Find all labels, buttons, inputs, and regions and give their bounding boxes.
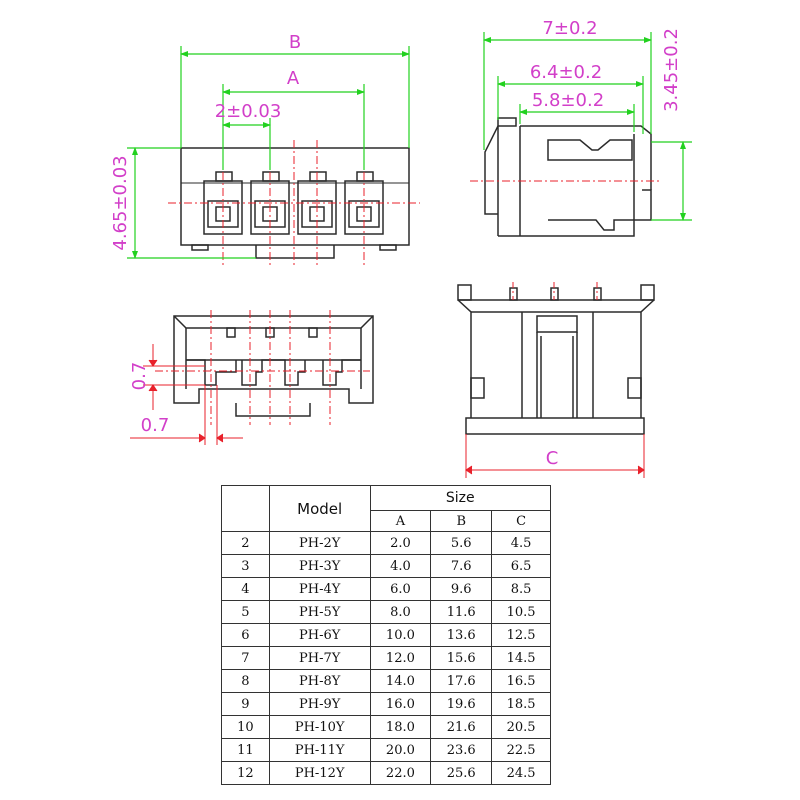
model-cell: PH-7Y [268, 646, 371, 670]
pin-count-cell: 8 [221, 669, 270, 693]
size-c-cell: 4.5 [491, 531, 551, 555]
dim-A-label: A [287, 68, 300, 89]
size-a-cell: 6.0 [369, 577, 432, 601]
dim-pin-h-label: 0.7 [129, 362, 150, 391]
model-cell: PH-6Y [268, 623, 371, 647]
pin-count-cell: 9 [221, 692, 270, 716]
pin-count-header [221, 485, 270, 532]
dim-pitch-label: 2±0.03 [215, 101, 282, 122]
size-a-cell: 2.0 [369, 531, 432, 555]
size-a-cell: 8.0 [369, 600, 432, 624]
pin-count-cell: 11 [221, 738, 270, 762]
side-dimensions [483, 32, 692, 221]
size-c-header: C [491, 510, 551, 532]
size-c-cell: 14.5 [491, 646, 551, 670]
dim-B-label: B [289, 32, 301, 53]
pin-view [457, 284, 655, 435]
size-c-cell: 18.5 [491, 692, 551, 716]
size-a-cell: 22.0 [369, 761, 432, 785]
pin-count-cell: 10 [221, 715, 270, 739]
model-cell: PH-10Y [268, 715, 371, 739]
pin-count-cell: 7 [221, 646, 270, 670]
pin-view-dimensions [465, 434, 645, 478]
pin-count-cell: 2 [221, 531, 270, 555]
bottom-center-lines [155, 310, 370, 425]
size-b-cell: 13.6 [430, 623, 493, 647]
size-b-cell: 9.6 [430, 577, 493, 601]
front-dimensions [127, 46, 410, 259]
model-cell: PH-8Y [268, 669, 371, 693]
model-cell: PH-9Y [268, 692, 371, 716]
size-b-header: B [430, 510, 493, 532]
size-b-cell: 25.6 [430, 761, 493, 785]
size-b-cell: 15.6 [430, 646, 493, 670]
bottom-dimensions [130, 344, 243, 445]
size-c-cell: 10.5 [491, 600, 551, 624]
model-cell: PH-2Y [268, 531, 371, 555]
dim-depth-inner-label: 5.8±0.2 [532, 90, 604, 111]
size-a-cell: 16.0 [369, 692, 432, 716]
pin-count-cell: 4 [221, 577, 270, 601]
bottom-view [173, 315, 374, 417]
size-b-cell: 5.6 [430, 531, 493, 555]
size-c-cell: 6.5 [491, 554, 551, 578]
size-a-cell: 14.0 [369, 669, 432, 693]
size-header: Size [369, 485, 551, 511]
front-view [168, 140, 420, 268]
size-a-header: A [369, 510, 432, 532]
size-a-cell: 10.0 [369, 623, 432, 647]
size-b-cell: 17.6 [430, 669, 493, 693]
model-cell: PH-11Y [268, 738, 371, 762]
size-b-cell: 21.6 [430, 715, 493, 739]
center-lines [168, 140, 420, 268]
dim-height-total-label: 4.65±0.03 [110, 155, 131, 250]
size-a-cell: 12.0 [369, 646, 432, 670]
size-c-cell: 12.5 [491, 623, 551, 647]
size-b-cell: 19.6 [430, 692, 493, 716]
size-a-cell: 18.0 [369, 715, 432, 739]
model-cell: PH-5Y [268, 600, 371, 624]
model-cell: PH-3Y [268, 554, 371, 578]
size-c-cell: 8.5 [491, 577, 551, 601]
model-header: Model [268, 485, 371, 532]
pin-count-cell: 3 [221, 554, 270, 578]
pin-count-cell: 12 [221, 761, 270, 785]
size-c-cell: 24.5 [491, 761, 551, 785]
size-c-cell: 20.5 [491, 715, 551, 739]
dim-depth-total-label: 7±0.2 [542, 18, 597, 39]
pin-view-center-lines [512, 282, 598, 300]
side-view [484, 117, 652, 237]
size-b-cell: 7.6 [430, 554, 493, 578]
pin-count-cell: 6 [221, 623, 270, 647]
dim-C-label: C [546, 448, 559, 469]
size-c-cell: 22.5 [491, 738, 551, 762]
size-b-cell: 23.6 [430, 738, 493, 762]
size-b-cell: 11.6 [430, 600, 493, 624]
dim-pin-w-label: 0.7 [141, 415, 170, 436]
pin-count-cell: 5 [221, 600, 270, 624]
dim-depth-mid-label: 6.4±0.2 [530, 62, 602, 83]
size-a-cell: 4.0 [369, 554, 432, 578]
model-cell: PH-12Y [268, 761, 371, 785]
size-c-cell: 16.5 [491, 669, 551, 693]
model-cell: PH-4Y [268, 577, 371, 601]
dim-height-side-label: 3.45±0.2 [661, 28, 682, 112]
size-a-cell: 20.0 [369, 738, 432, 762]
